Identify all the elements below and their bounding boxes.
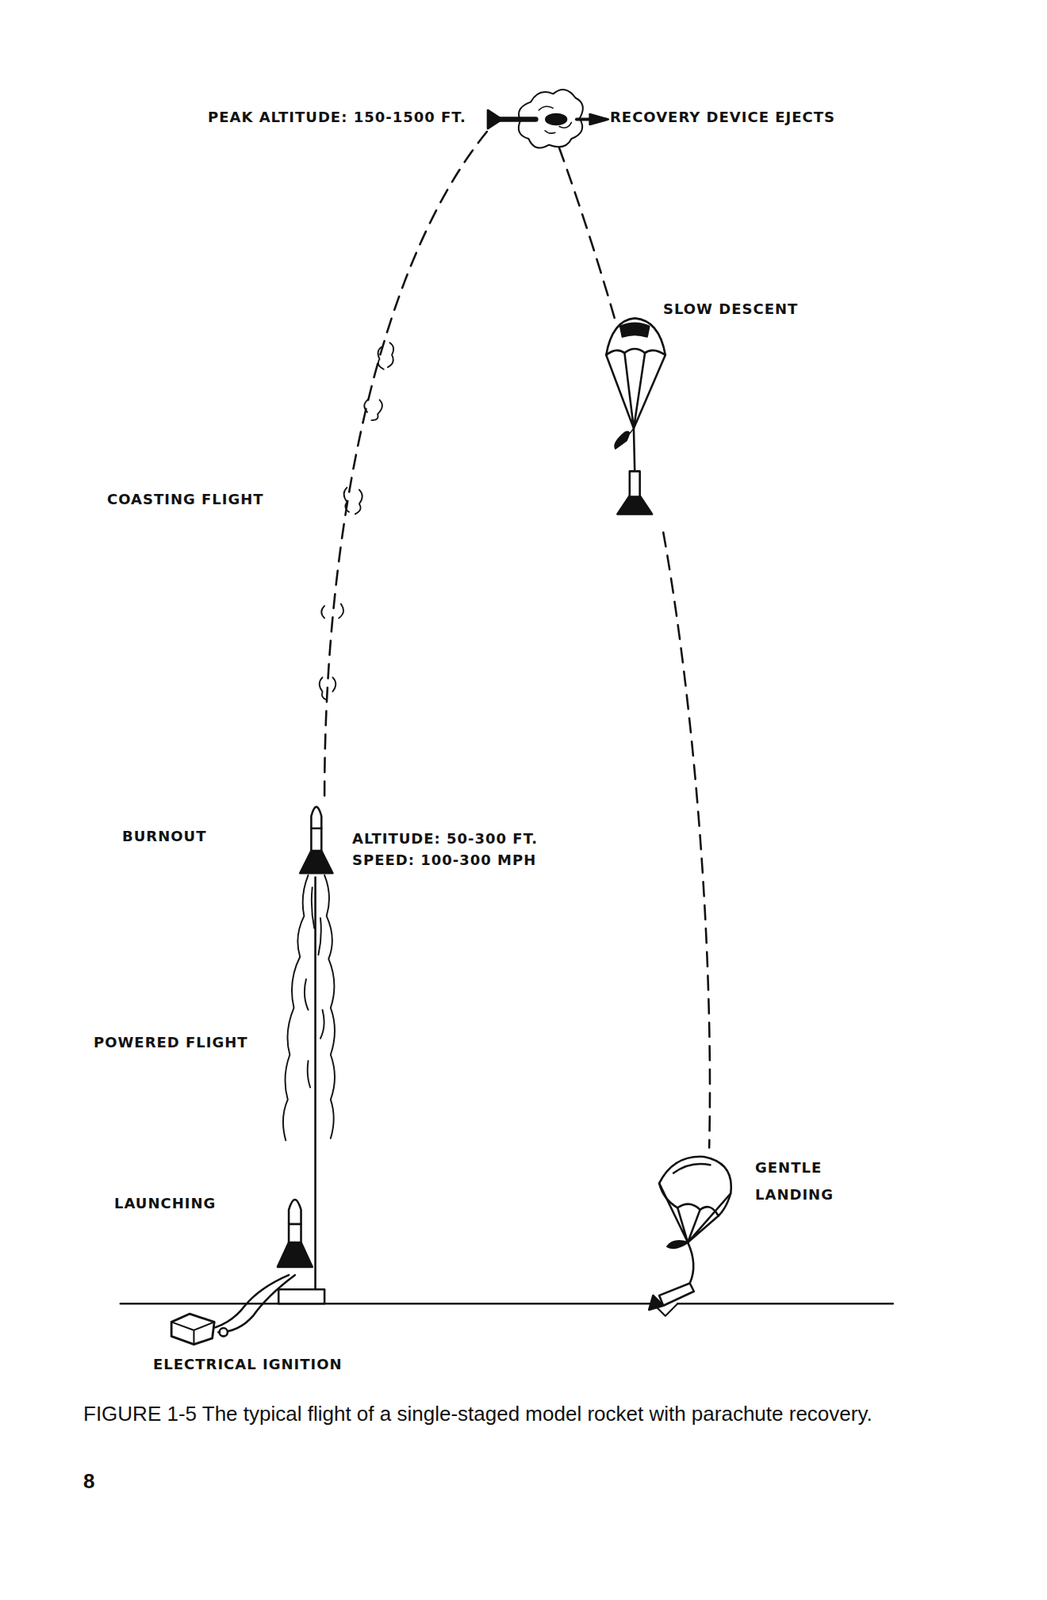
figure-caption: FIGURE 1-5 The typical flight of a singl… xyxy=(83,1400,925,1428)
burnout-rocket xyxy=(299,807,333,875)
speed-label: SPEED: 100-300 MPH xyxy=(352,851,537,871)
recovery-label: RECOVERY DEVICE EJECTS xyxy=(609,107,836,127)
launch-pad xyxy=(278,1289,325,1304)
page-number: 8 xyxy=(83,1472,95,1492)
peak-altitude-label: PEAK ALTITUDE: 150-1500 FT. xyxy=(207,107,467,127)
descending-parachute xyxy=(605,318,666,514)
ignition-system xyxy=(171,1275,296,1345)
peak-rocket xyxy=(487,89,609,148)
ignition-label: ELECTRICAL IGNITION xyxy=(153,1355,343,1375)
smoke-puffs xyxy=(319,342,394,700)
ground-line xyxy=(120,1303,894,1306)
exhaust-plume xyxy=(283,875,335,1292)
coasting-label: COASTING FLIGHT xyxy=(107,490,265,510)
descent-path xyxy=(559,148,617,326)
ascent-path xyxy=(324,130,488,797)
powered-flight-label: POWERED FLIGHT xyxy=(93,1033,249,1053)
descent-label: SLOW DESCENT xyxy=(663,299,798,319)
descent-path xyxy=(663,533,710,1149)
landing-label: GENTLE LANDING xyxy=(755,1154,867,1209)
burnout-label: BURNOUT xyxy=(122,827,207,847)
launch-rocket xyxy=(277,1200,325,1304)
altitude-label: ALTITUDE: 50-300 FT. xyxy=(352,829,538,849)
landing-parachute xyxy=(648,1157,732,1311)
launching-label: LAUNCHING xyxy=(114,1194,216,1214)
